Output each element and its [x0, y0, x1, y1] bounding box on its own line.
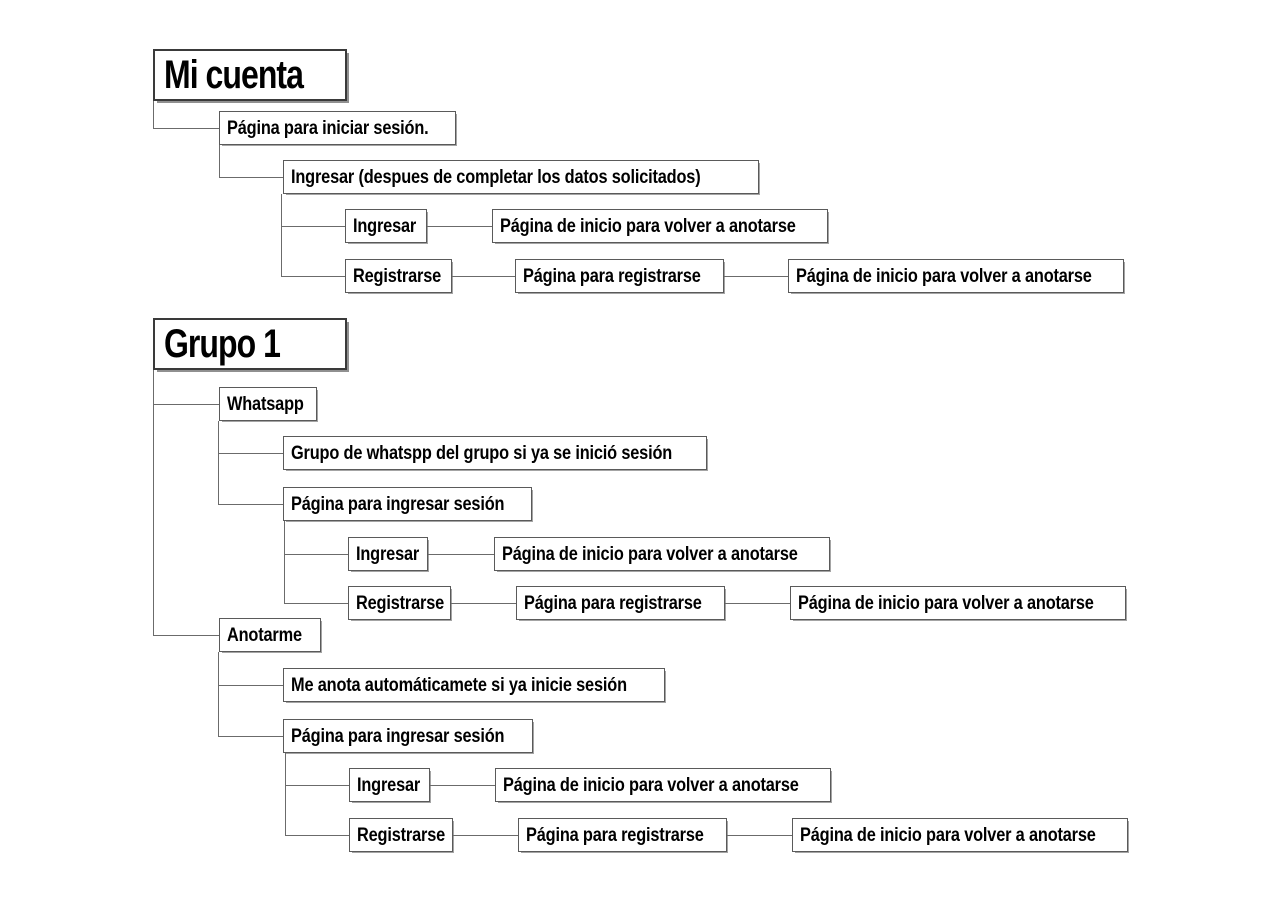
connector-horizontal [427, 226, 492, 227]
node-label: Registrarse [353, 265, 442, 287]
node-an-inicio-volver-1[interactable]: Página de inicio para volver a anotarse [495, 768, 831, 802]
node-label: Página para ingresar sesión [291, 493, 505, 515]
connector-horizontal [153, 635, 219, 636]
node-mc-registrarse[interactable]: Registrarse [345, 259, 452, 293]
node-label: Página para registrarse [526, 824, 704, 846]
connector-vertical [284, 521, 285, 603]
node-mc-inicio-volver-2[interactable]: Página de inicio para volver a anotarse [788, 259, 1124, 293]
title-box-grupo-1[interactable]: Grupo 1 [153, 318, 347, 370]
connector-horizontal [281, 276, 345, 277]
connector-vertical [153, 101, 154, 128]
connector-horizontal [218, 453, 283, 454]
connector-vertical [285, 753, 286, 835]
connector-horizontal [725, 603, 790, 604]
node-label: Página de inicio para volver a anotarse [500, 215, 796, 237]
connector-horizontal [727, 835, 792, 836]
node-label: Página de inicio para volver a anotarse [800, 824, 1096, 846]
node-label: Anotarme [227, 624, 302, 646]
node-label: Página de inicio para volver a anotarse [502, 543, 798, 565]
node-an-ingresar[interactable]: Ingresar [349, 768, 430, 802]
node-an-registrarse[interactable]: Registrarse [349, 818, 453, 852]
connector-horizontal [218, 504, 283, 505]
connector-horizontal [430, 785, 495, 786]
connector-horizontal [724, 276, 788, 277]
connector-horizontal [281, 226, 345, 227]
connector-horizontal [285, 835, 349, 836]
node-me-anota-automaticamete[interactable]: Me anota automáticamete si ya inicie ses… [283, 668, 665, 702]
node-label: Ingresar [353, 215, 417, 237]
connector-horizontal [153, 404, 219, 405]
node-mc-inicio-volver-1[interactable]: Página de inicio para volver a anotarse [492, 209, 828, 243]
node-grupo-whatspp[interactable]: Grupo de whatspp del grupo si ya se inic… [283, 436, 707, 470]
node-label: Página para ingresar sesión [291, 725, 505, 747]
node-anotarme[interactable]: Anotarme [219, 618, 321, 652]
node-g1-inicio-volver-2[interactable]: Página de inicio para volver a anotarse [790, 586, 1126, 620]
node-label: Página para registrarse [524, 592, 702, 614]
connector-horizontal [451, 603, 516, 604]
node-ingresar-despues-datos[interactable]: Ingresar (despues de completar los datos… [283, 160, 759, 194]
title-box-mi-cuenta[interactable]: Mi cuenta [153, 49, 347, 101]
node-g1-pagina-ingresar-sesion[interactable]: Página para ingresar sesión [283, 487, 532, 521]
node-label: Página de inicio para volver a anotarse [796, 265, 1092, 287]
node-label: Whatsapp [227, 393, 304, 415]
connector-horizontal [428, 554, 494, 555]
node-label: Ingresar [356, 543, 420, 565]
connector-vertical [153, 370, 154, 635]
connector-horizontal [153, 128, 219, 129]
node-label: Página de inicio para volver a anotarse [503, 774, 799, 796]
node-label: Registrarse [357, 824, 446, 846]
node-label: Página para iniciar sesión. [227, 117, 429, 139]
connector-horizontal [218, 685, 283, 686]
node-label: Página de inicio para volver a anotarse [798, 592, 1094, 614]
title-box-mi-cuenta-label: Mi cuenta [164, 53, 304, 97]
node-mc-ingresar[interactable]: Ingresar [345, 209, 427, 243]
node-label: Ingresar (despues de completar los datos… [291, 166, 701, 188]
connector-horizontal [284, 554, 348, 555]
node-mc-pagina-registrarse[interactable]: Página para registrarse [515, 259, 724, 293]
node-whatsapp[interactable]: Whatsapp [219, 387, 317, 421]
connector-horizontal [218, 736, 283, 737]
connector-vertical [218, 652, 219, 736]
connector-horizontal [219, 177, 283, 178]
node-label: Ingresar [357, 774, 421, 796]
node-label: Grupo de whatspp del grupo si ya se inic… [291, 442, 673, 464]
node-label: Me anota automáticamete si ya inicie ses… [291, 674, 627, 696]
title-box-grupo-1-label: Grupo 1 [164, 322, 281, 366]
node-g1-pagina-registrarse[interactable]: Página para registrarse [516, 586, 725, 620]
connector-vertical [281, 194, 282, 276]
node-an-inicio-volver-2[interactable]: Página de inicio para volver a anotarse [792, 818, 1128, 852]
node-an-pagina-registrarse[interactable]: Página para registrarse [518, 818, 727, 852]
connector-vertical [218, 421, 219, 504]
connector-horizontal [452, 276, 515, 277]
connector-horizontal [453, 835, 518, 836]
node-label: Registrarse [356, 592, 445, 614]
node-pagina-iniciar-sesion[interactable]: Página para iniciar sesión. [219, 111, 456, 145]
connector-horizontal [285, 785, 349, 786]
node-label: Página para registrarse [523, 265, 701, 287]
connector-vertical [219, 145, 220, 177]
node-g1-inicio-volver-1[interactable]: Página de inicio para volver a anotarse [494, 537, 830, 571]
node-g1-ingresar[interactable]: Ingresar [348, 537, 428, 571]
node-g1-registrarse[interactable]: Registrarse [348, 586, 451, 620]
connector-horizontal [284, 603, 348, 604]
node-an-pagina-ingresar-sesion[interactable]: Página para ingresar sesión [283, 719, 533, 753]
